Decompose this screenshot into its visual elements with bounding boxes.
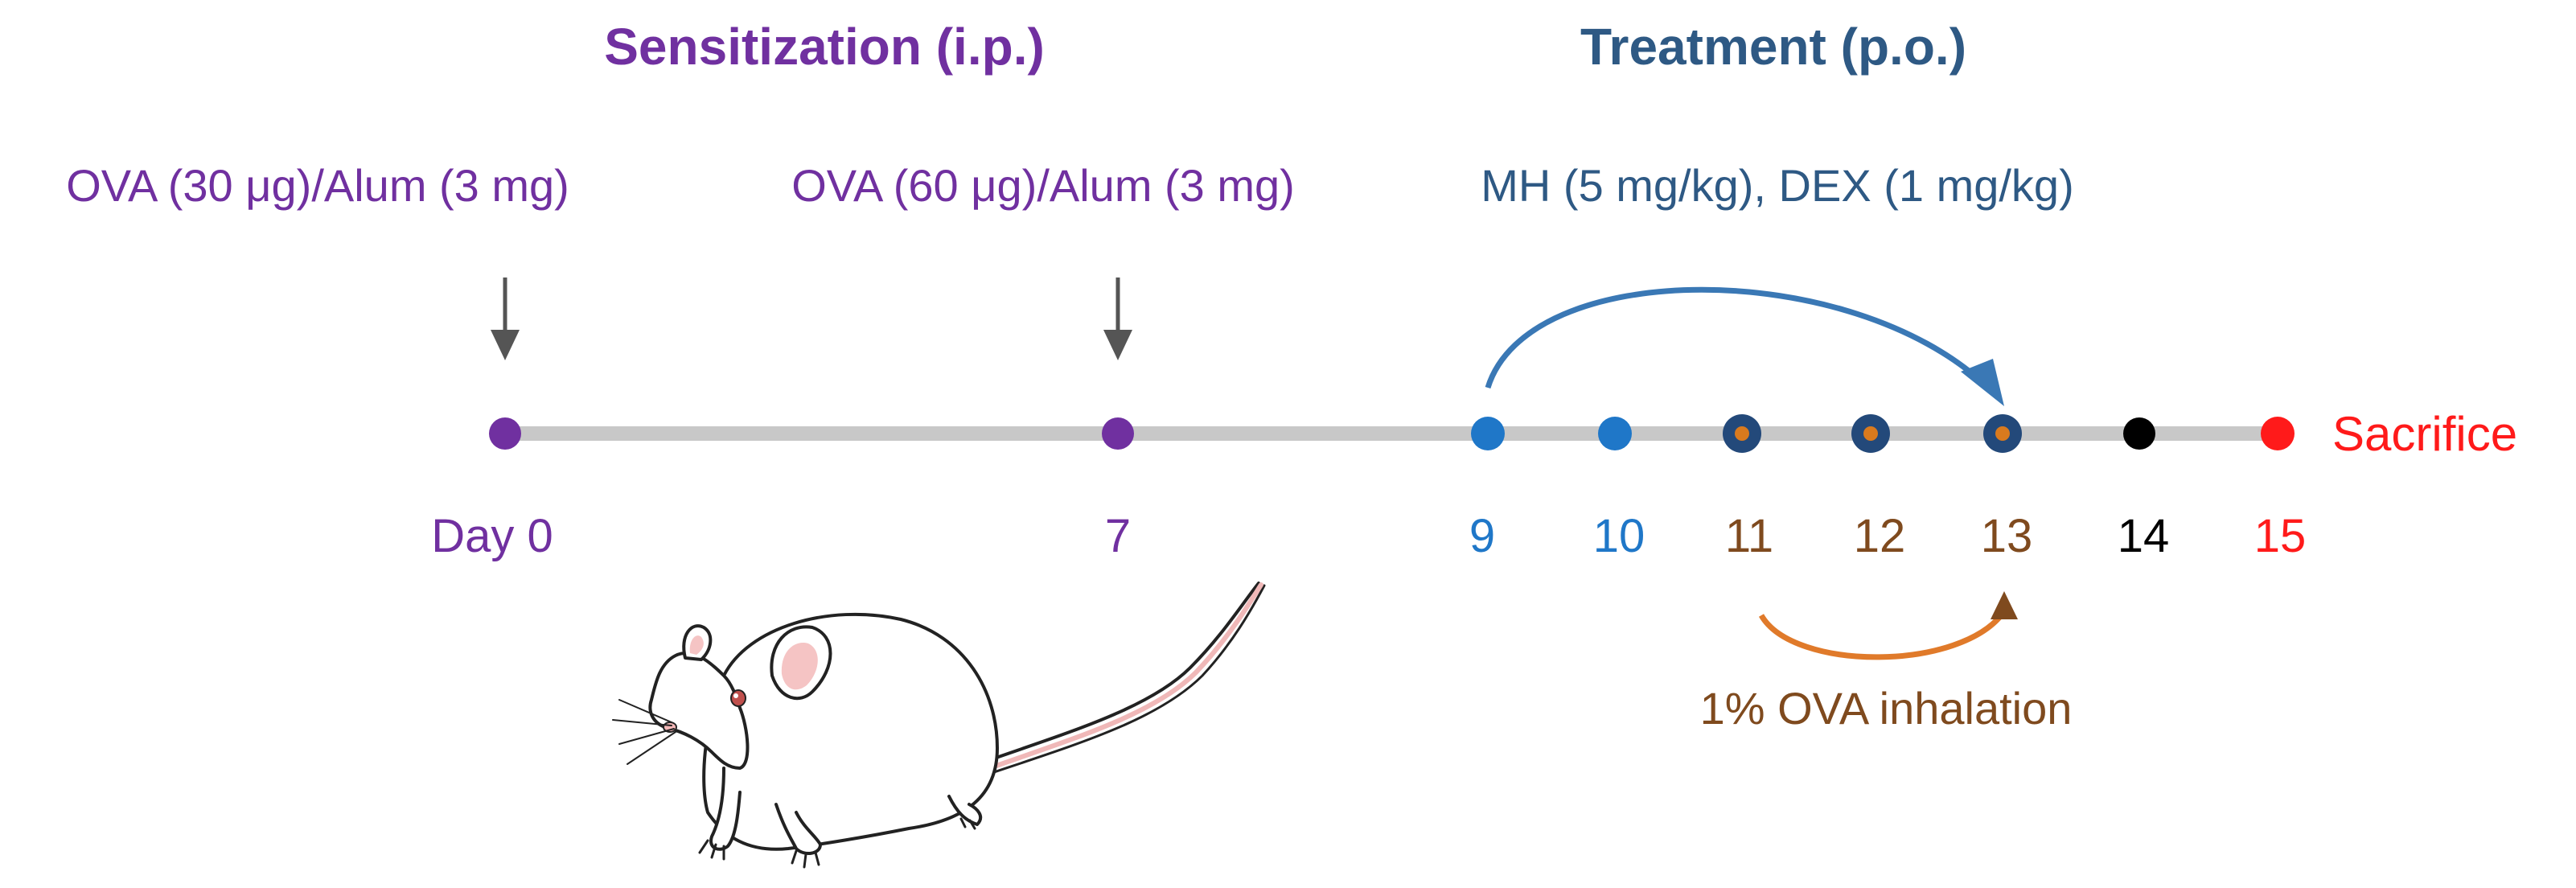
- day-label: 10: [1593, 510, 1645, 562]
- sacrifice-label: Sacrifice: [2332, 407, 2517, 461]
- day-10-dot: [1598, 417, 1632, 450]
- day-11-dot: [1723, 414, 1761, 453]
- treatment-arc-arrowhead: [1961, 359, 2004, 406]
- sensitization-header: Sensitization (i.p.): [604, 18, 1045, 76]
- day-14-dot: [2123, 417, 2155, 450]
- down-arrow-icon: [491, 278, 520, 360]
- dose-label-day0: OVA (30 μg)/Alum (3 mg): [66, 160, 569, 211]
- day-label: 15: [2254, 510, 2307, 562]
- day-15-dot: [2261, 417, 2295, 450]
- day-label: 7: [1105, 510, 1131, 562]
- challenge-period-arc: [1758, 609, 2007, 660]
- challenge-arrowhead: [1991, 591, 2018, 619]
- day-label: 12: [1854, 510, 1906, 562]
- mouse-illustration: [612, 582, 1266, 869]
- day-0-dot: [489, 417, 521, 450]
- day-label: 9: [1469, 510, 1495, 562]
- day-9-dot: [1471, 417, 1505, 450]
- day-label: 14: [2118, 510, 2170, 562]
- day-12-dot: [1851, 414, 1890, 453]
- dose-label-treatment: MH (5 mg/kg), DEX (1 mg/kg): [1481, 160, 2073, 211]
- day-label: 13: [1981, 510, 2033, 562]
- treatment-header: Treatment (p.o.): [1580, 18, 1966, 76]
- dose-label-day7: OVA (60 μg)/Alum (3 mg): [791, 160, 1295, 211]
- day-13-dot: [1983, 414, 2022, 453]
- day-label: Day 0: [431, 510, 553, 562]
- day-7-dot: [1102, 417, 1134, 450]
- treatment-period-arc: [1485, 286, 1989, 389]
- down-arrow-icon: [1103, 278, 1132, 360]
- day-label: 11: [1725, 510, 1773, 562]
- challenge-label: 1% OVA inhalation: [1700, 683, 2073, 734]
